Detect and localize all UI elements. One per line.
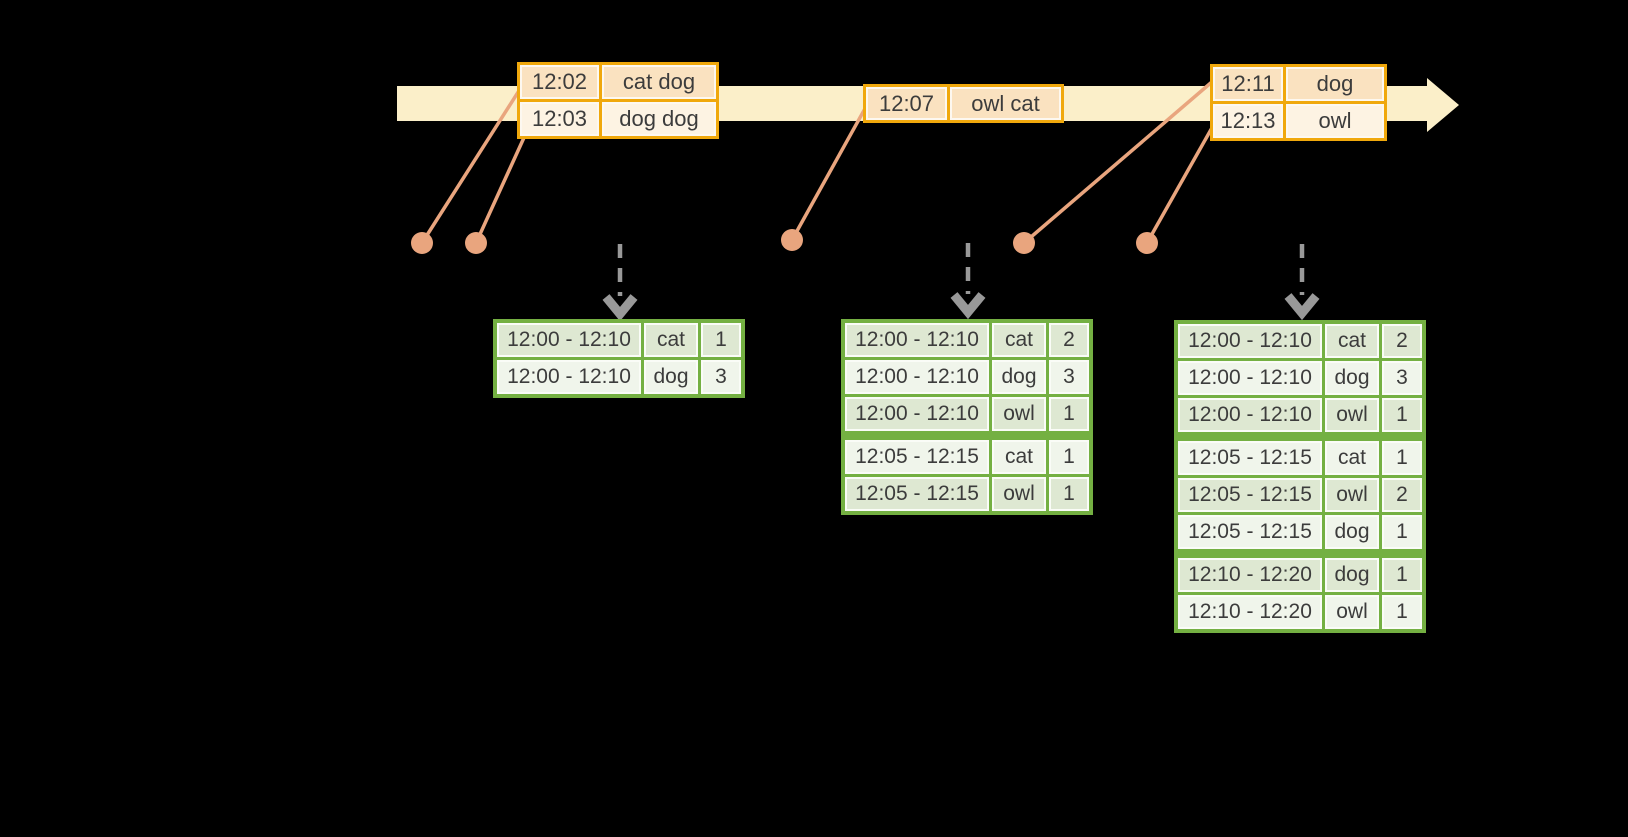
word-cell: owl — [1322, 475, 1382, 515]
window-cell: 12:00 - 12:10 — [1174, 320, 1325, 361]
word-cell: cat — [989, 431, 1049, 477]
count-cell: 1 — [1379, 512, 1426, 555]
count-cell: 3 — [1379, 358, 1426, 398]
event-row: 12:13 owl — [1210, 101, 1387, 141]
trigger-arrowhead-icon — [950, 292, 986, 320]
count-cell: 1 — [1046, 474, 1093, 515]
word-cell: cat — [641, 319, 701, 360]
event-dot — [781, 229, 803, 251]
result-row: 12:00 - 12:10 dog 3 — [493, 357, 745, 398]
word-cell: cat — [1322, 320, 1382, 361]
count-cell: 2 — [1379, 475, 1426, 515]
result-row: 12:05 - 12:15 owl 1 — [841, 474, 1093, 515]
event-connector-line — [1145, 125, 1215, 244]
event-words-cell: owl cat — [947, 84, 1064, 123]
result-row: 12:05 - 12:15 cat 1 — [841, 431, 1093, 477]
result-row: 12:00 - 12:10 dog 3 — [841, 357, 1093, 397]
window-cell: 12:00 - 12:10 — [493, 357, 644, 398]
count-cell: 1 — [1379, 432, 1426, 478]
event-row: 12:02 cat dog — [517, 62, 719, 102]
event-dots — [411, 229, 1158, 254]
window-cell: 12:00 - 12:10 — [841, 357, 992, 397]
count-cell: 1 — [698, 319, 745, 360]
window-cell: 12:00 - 12:10 — [841, 319, 992, 360]
event-connector-line — [474, 130, 529, 244]
trigger-arrowhead-icon — [602, 294, 638, 322]
event-dot — [1136, 232, 1158, 254]
result-row: 12:10 - 12:20 dog 1 — [1174, 549, 1426, 595]
word-cell: cat — [989, 319, 1049, 360]
result-row: 12:00 - 12:10 owl 1 — [841, 394, 1093, 437]
timeline-arrow-head — [1427, 78, 1459, 132]
count-cell: 3 — [1046, 357, 1093, 397]
count-cell: 1 — [1046, 431, 1093, 477]
word-cell: owl — [989, 394, 1049, 437]
event-time-cell: 12:02 — [517, 62, 602, 102]
result-row: 12:00 - 12:10 cat 1 — [493, 319, 745, 360]
window-cell: 12:00 - 12:10 — [493, 319, 644, 360]
event-words-cell: cat dog — [599, 62, 719, 102]
result-row: 12:00 - 12:10 cat 2 — [841, 319, 1093, 360]
result-row: 12:10 - 12:20 owl 1 — [1174, 592, 1426, 633]
count-cell: 1 — [1379, 395, 1426, 438]
event-dot — [411, 232, 433, 254]
window-cell: 12:00 - 12:10 — [841, 394, 992, 437]
event-table-2: 12:07 owl cat — [863, 84, 1064, 123]
result-row: 12:05 - 12:15 dog 1 — [1174, 512, 1426, 555]
window-cell: 12:05 - 12:15 — [841, 431, 992, 477]
window-cell: 12:05 - 12:15 — [1174, 512, 1325, 555]
result-row: 12:00 - 12:10 dog 3 — [1174, 358, 1426, 398]
event-row: 12:11 dog — [1210, 64, 1387, 104]
event-connector-line — [790, 104, 869, 241]
window-cell: 12:10 - 12:20 — [1174, 549, 1325, 595]
trigger-arrowhead-icon — [1284, 293, 1320, 321]
event-time-cell: 12:13 — [1210, 101, 1286, 141]
result-table-2: 12:00 - 12:10 cat 2 12:00 - 12:10 dog 3 … — [841, 319, 1093, 515]
window-cell: 12:00 - 12:10 — [1174, 358, 1325, 398]
event-row: 12:07 owl cat — [863, 84, 1064, 123]
result-table-1: 12:00 - 12:10 cat 1 12:00 - 12:10 dog 3 — [493, 319, 745, 398]
event-words-cell: dog — [1283, 64, 1387, 104]
event-time-cell: 12:07 — [863, 84, 950, 123]
count-cell: 1 — [1379, 592, 1426, 633]
window-cell: 12:05 - 12:15 — [1174, 475, 1325, 515]
word-cell: owl — [989, 474, 1049, 515]
count-cell: 2 — [1046, 319, 1093, 360]
event-table-3: 12:11 dog 12:13 owl — [1210, 64, 1387, 141]
word-cell: owl — [1322, 395, 1382, 438]
event-words-cell: dog dog — [599, 99, 719, 139]
word-cell: dog — [641, 357, 701, 398]
result-row: 12:05 - 12:15 cat 1 — [1174, 432, 1426, 478]
word-cell: dog — [989, 357, 1049, 397]
word-cell: owl — [1322, 592, 1382, 633]
event-time-cell: 12:03 — [517, 99, 602, 139]
word-cell: dog — [1322, 512, 1382, 555]
result-row: 12:00 - 12:10 owl 1 — [1174, 395, 1426, 438]
event-dot — [465, 232, 487, 254]
result-row: 12:05 - 12:15 owl 2 — [1174, 475, 1426, 515]
count-cell: 3 — [698, 357, 745, 398]
window-cell: 12:05 - 12:15 — [841, 474, 992, 515]
event-time-cell: 12:11 — [1210, 64, 1286, 104]
result-table-3: 12:00 - 12:10 cat 2 12:00 - 12:10 dog 3 … — [1174, 320, 1426, 633]
word-cell: dog — [1322, 358, 1382, 398]
result-row: 12:00 - 12:10 cat 2 — [1174, 320, 1426, 361]
event-words-cell: owl — [1283, 101, 1387, 141]
event-dot — [1013, 232, 1035, 254]
event-table-1: 12:02 cat dog 12:03 dog dog — [517, 62, 719, 139]
count-cell: 1 — [1046, 394, 1093, 437]
event-row: 12:03 dog dog — [517, 99, 719, 139]
count-cell: 2 — [1379, 320, 1426, 361]
window-cell: 12:00 - 12:10 — [1174, 395, 1325, 438]
trigger-arrows — [602, 243, 1320, 322]
word-cell: dog — [1322, 549, 1382, 595]
word-cell: cat — [1322, 432, 1382, 478]
window-cell: 12:10 - 12:20 — [1174, 592, 1325, 633]
count-cell: 1 — [1379, 549, 1426, 595]
window-cell: 12:05 - 12:15 — [1174, 432, 1325, 478]
